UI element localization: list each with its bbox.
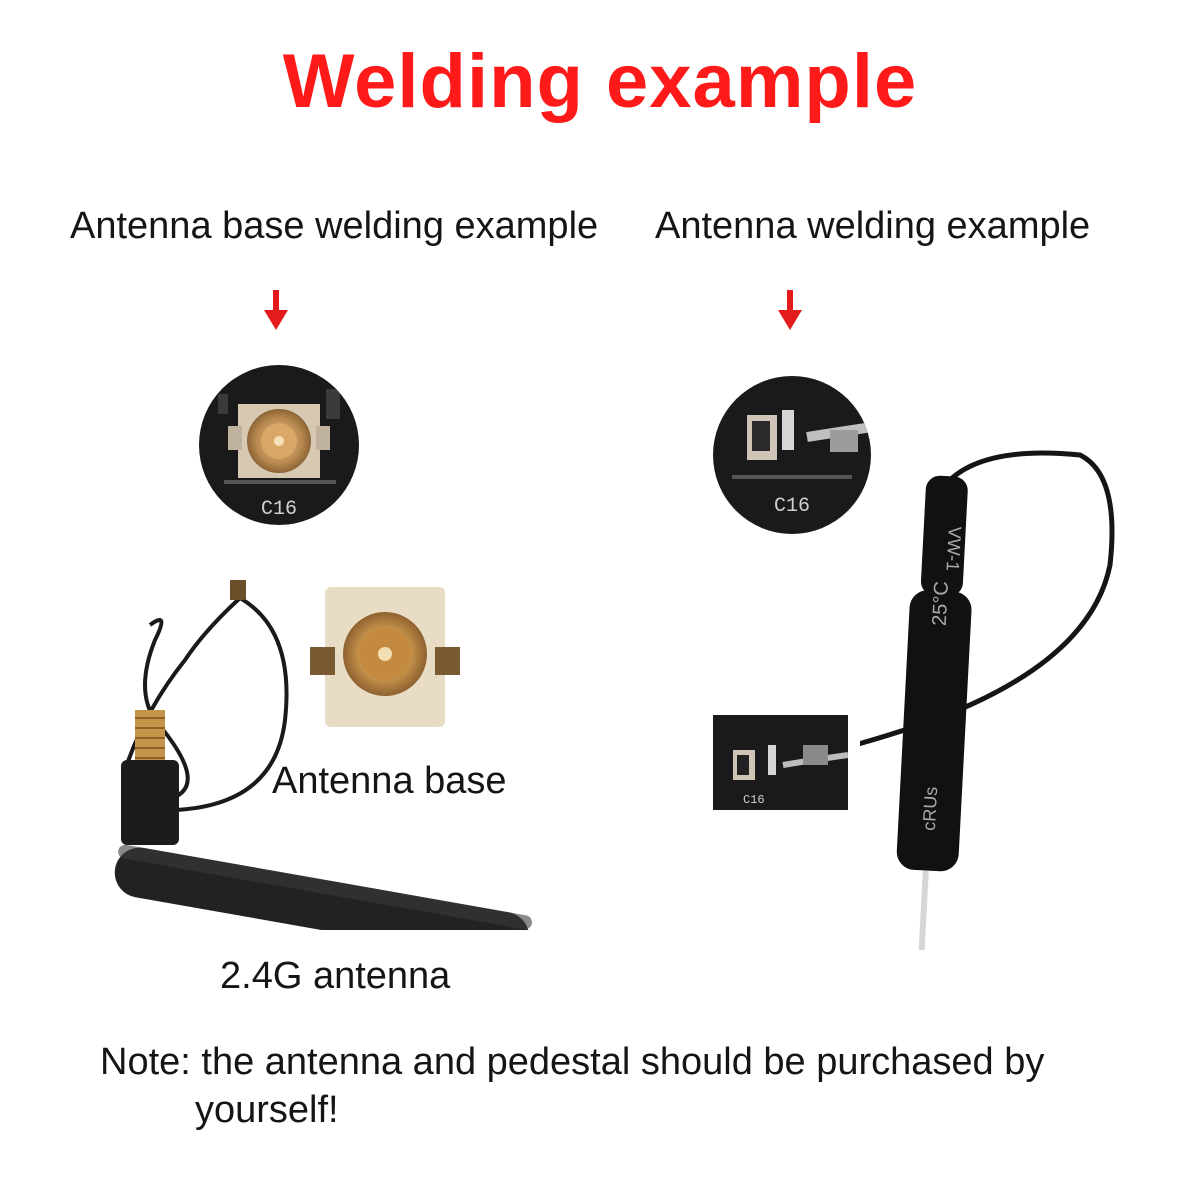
pcb-label: C16	[743, 793, 765, 807]
antenna-pcb-closeup: C16	[713, 376, 871, 534]
antenna-base-caption: Antenna base	[272, 760, 507, 802]
antenna-print-mid: 25°C	[929, 581, 953, 627]
note-line-1: Note: the antenna and pedestal should be…	[100, 1041, 1045, 1083]
spring-antenna-image: VW-1 25°C cRUs	[860, 450, 1115, 950]
antenna-welding-heading: Antenna welding example	[655, 205, 1091, 247]
note-line-2: yourself!	[195, 1089, 339, 1131]
2.4g-antenna-image	[114, 580, 533, 930]
antenna-print-top: VW-1	[943, 526, 965, 572]
antenna-print-low: cRUs	[919, 786, 941, 831]
2.4g-antenna-caption: 2.4G antenna	[220, 955, 451, 997]
antenna-base-image	[310, 587, 460, 727]
pcb-label: C16	[261, 498, 297, 521]
arrow-down-icon	[264, 290, 288, 330]
antenna-base-welding-heading: Antenna base welding example	[70, 205, 599, 247]
pcb-label: C16	[774, 495, 810, 518]
arrow-down-icon	[778, 290, 802, 330]
antenna-base-pcb-closeup: C16	[199, 365, 359, 525]
purchase-note: Note: the antenna and pedestal should be…	[100, 1038, 1140, 1134]
antenna-pcb-snapshot: C16	[713, 715, 848, 810]
page-title: Welding example	[282, 39, 918, 124]
